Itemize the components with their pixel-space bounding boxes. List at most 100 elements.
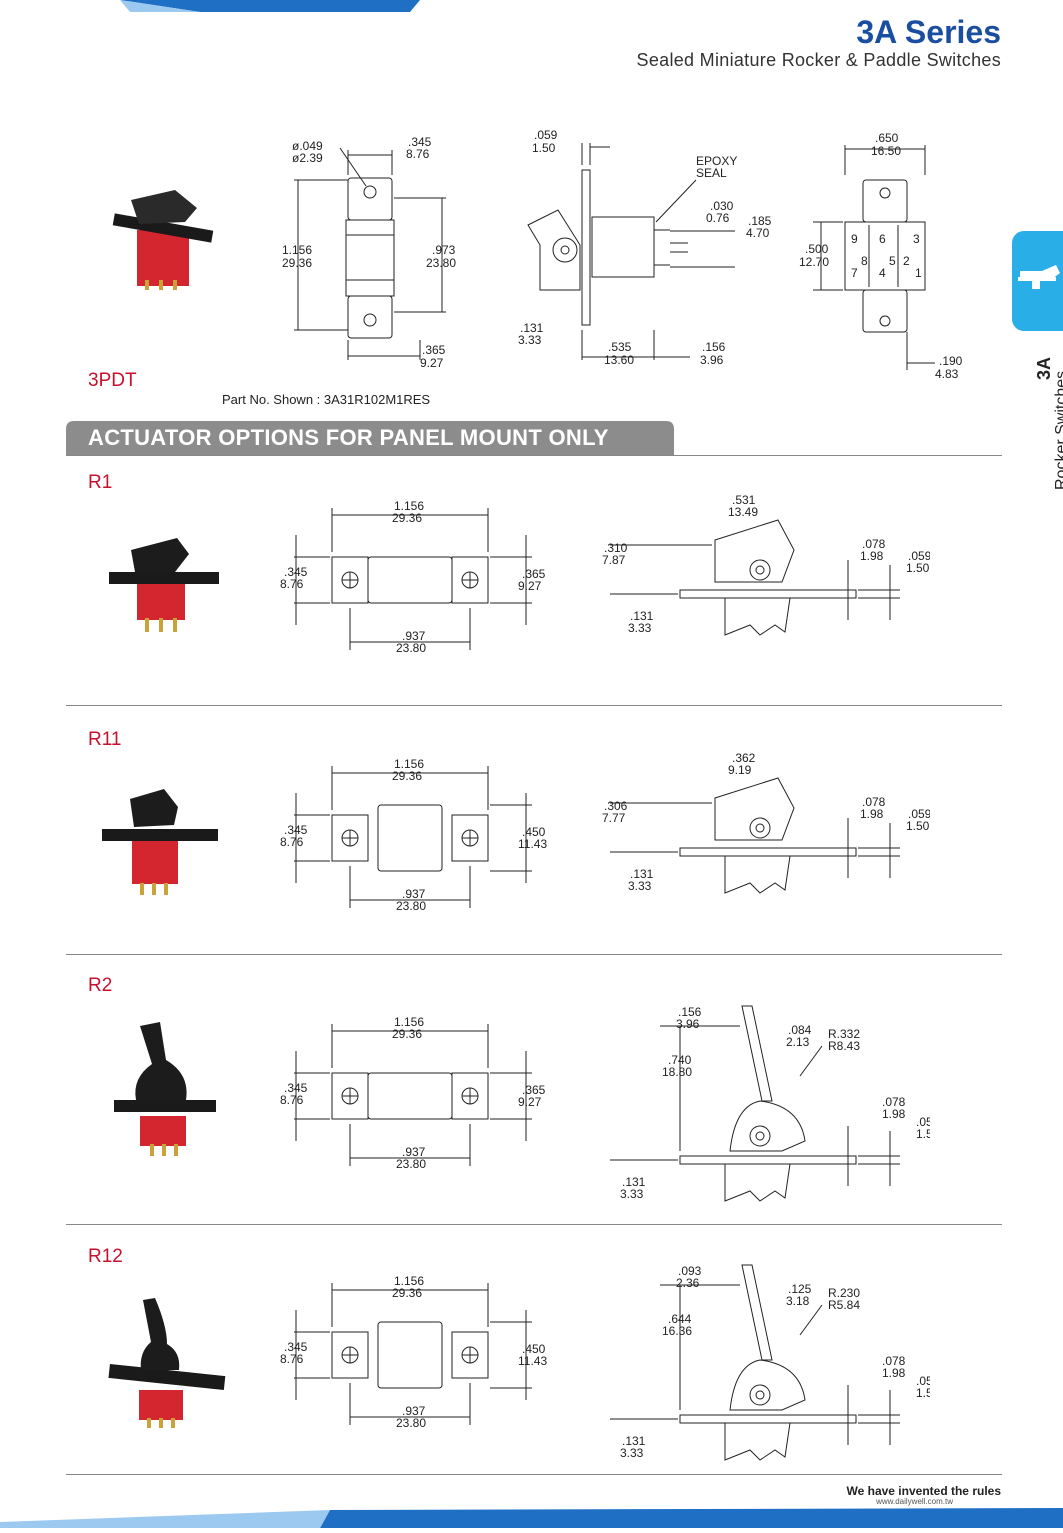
product-photo-r1	[109, 538, 219, 632]
variant-label-r11: R11	[88, 729, 122, 750]
epoxy-label-1: EPOXY	[696, 154, 737, 168]
dim-height-mm: 7.77	[602, 811, 626, 825]
side-view-drawing-r2: .1563.96.0842.13.74018.80R.332R8.43.0781…	[610, 1005, 930, 1202]
dim-width-in: .345	[284, 823, 308, 837]
dim-actuator-mm: 13.49	[728, 505, 758, 519]
pin-7: 7	[851, 266, 858, 280]
dim-width-mm: 8.76	[280, 835, 304, 849]
dim-depth-mm: 13.60	[604, 353, 634, 367]
product-photo-3pdt	[112, 190, 214, 290]
bottom-view-drawing: 9 6 3 8 5 2 7 4 1 .650 16.50 .500 12.70 …	[799, 131, 963, 381]
dim-thick-in: .078	[862, 537, 886, 551]
side-tab-category: Rocker Switches	[1053, 371, 1063, 490]
dim-right-mm: 11.43	[518, 1354, 547, 1368]
side-view-drawing-r12: .0932.36.1253.18.64416.36R.230R5.84.0781…	[610, 1264, 930, 1461]
pin-1: 1	[915, 266, 922, 280]
dim-term-in: .185	[748, 214, 772, 228]
dim-width-in: .345	[284, 1081, 308, 1095]
dim-thick-mm: 1.98	[860, 807, 884, 821]
dim-length-in: 1.156	[394, 1015, 424, 1029]
section-rule	[66, 705, 1002, 706]
dim-height-mm: 16.36	[662, 1324, 692, 1338]
dim-height-in: .500	[805, 242, 829, 256]
dim-base-mm: 23.80	[396, 1157, 426, 1171]
dim-width-mm: 16.50	[871, 144, 901, 158]
dim-base-mm: 3.33	[628, 621, 652, 635]
dim-lead-mm: 3.96	[700, 353, 724, 367]
dim-term-mm: 4.83	[935, 367, 959, 381]
dim-actuator-in: .093	[678, 1264, 702, 1278]
dim-pitch-mm: 9.27	[420, 356, 444, 370]
dim-hole-mm: ø2.39	[292, 151, 323, 165]
dim-base-in: .131	[622, 1434, 646, 1448]
dim-width-in: .345	[284, 565, 308, 579]
dim-hole-in: ø.049	[292, 139, 323, 153]
page-title: 3A Series	[856, 14, 1001, 50]
dim-panel-mm: 1.50	[916, 1127, 930, 1141]
pin-3: 3	[913, 232, 920, 246]
pin-9: 9	[851, 232, 858, 246]
dim-height-in: 1.156	[282, 243, 312, 257]
dim-actuator-mm: 2.36	[676, 1276, 700, 1290]
dim-right-in: .450	[522, 1342, 546, 1356]
footer-url[interactable]: www.dailywell.com.tw	[876, 1497, 953, 1506]
dim-depth-in: .535	[608, 340, 632, 354]
dim-height-in: .740	[668, 1053, 692, 1067]
footer-slogan: We have invented the rules	[846, 1484, 1002, 1498]
dim-width-mm: 8.76	[280, 577, 304, 591]
dim-right-in: .450	[522, 825, 546, 839]
dim-right-mm: 11.43	[518, 837, 547, 851]
dim-term-in: .190	[939, 354, 963, 368]
dim-thick-mm: 1.98	[882, 1107, 906, 1121]
dim-panel-mm: 1.50	[906, 819, 930, 833]
dim-body-in: .973	[432, 243, 456, 257]
pin-2: 2	[903, 254, 910, 268]
dim-height-mm: 29.36	[282, 256, 312, 270]
dim-length-mm: 29.36	[392, 769, 422, 783]
page-subtitle: Sealed Miniature Rocker & Paddle Switche…	[636, 50, 1001, 70]
dim-base-mm: 23.80	[396, 1416, 426, 1430]
dim-radius-mm: R8.43	[828, 1039, 860, 1053]
section-rule	[66, 1474, 1002, 1475]
variant-label-3pdt: 3PDT	[88, 370, 137, 391]
dim-height-mm: 18.80	[662, 1065, 692, 1079]
top-accent-bar	[120, 0, 420, 12]
pin-5: 5	[889, 254, 896, 268]
dim-width-mm: 8.76	[406, 147, 430, 161]
dim-lead-in: .156	[702, 340, 726, 354]
dim-length-mm: 29.36	[392, 511, 422, 525]
side-tab[interactable]	[1012, 231, 1063, 331]
pin-8: 8	[861, 254, 868, 268]
dim-height-in: .306	[604, 799, 628, 813]
dim-actuator-mm: 3.96	[676, 1017, 700, 1031]
dim-base-in: .131	[630, 609, 654, 623]
dim-length-in: 1.156	[394, 499, 424, 513]
side-view-drawing: .059 1.50 EPOXY SEAL .030 0.76 .185 4.70…	[518, 128, 772, 367]
side-tab-series: 3A	[1034, 357, 1054, 380]
dim-base-in: .937	[402, 887, 426, 901]
side-tab-label: 3A Rocker Switches	[1034, 357, 1063, 490]
part-number: Part No. Shown : 3A31R102M1RES	[222, 392, 431, 407]
dim-pin-in: .030	[710, 199, 734, 213]
dim-radius-mm: R5.84	[828, 1298, 860, 1312]
pin-6: 6	[879, 232, 886, 246]
dim-panel-in: .059	[916, 1115, 930, 1129]
dim-right-mm: 9.27	[518, 1095, 542, 1109]
dim-length-mm: 29.36	[392, 1286, 422, 1300]
dim-base-mm: 3.33	[620, 1187, 644, 1201]
dim-base-in: .131	[622, 1175, 646, 1189]
front-view-drawing: ø.049 ø2.39 .345 8.76 1.156 29.36 .973 2…	[282, 135, 456, 370]
dim-panel-in: .059	[916, 1374, 930, 1388]
dim-body-mm: 23.80	[426, 256, 456, 270]
dim-thick-in: .078	[882, 1354, 906, 1368]
variant-label-r12: R12	[88, 1246, 123, 1267]
dim-height-in: .310	[604, 541, 628, 555]
dim-base-mm: 23.80	[396, 641, 426, 655]
epoxy-label-2: SEAL	[696, 166, 727, 180]
side-view-drawing-r1: .53113.49.3107.87.0781.98.0591.50.1313.3…	[602, 493, 930, 636]
bottom-accent-bar	[0, 1508, 1063, 1528]
dim-width-in: .345	[284, 1340, 308, 1354]
